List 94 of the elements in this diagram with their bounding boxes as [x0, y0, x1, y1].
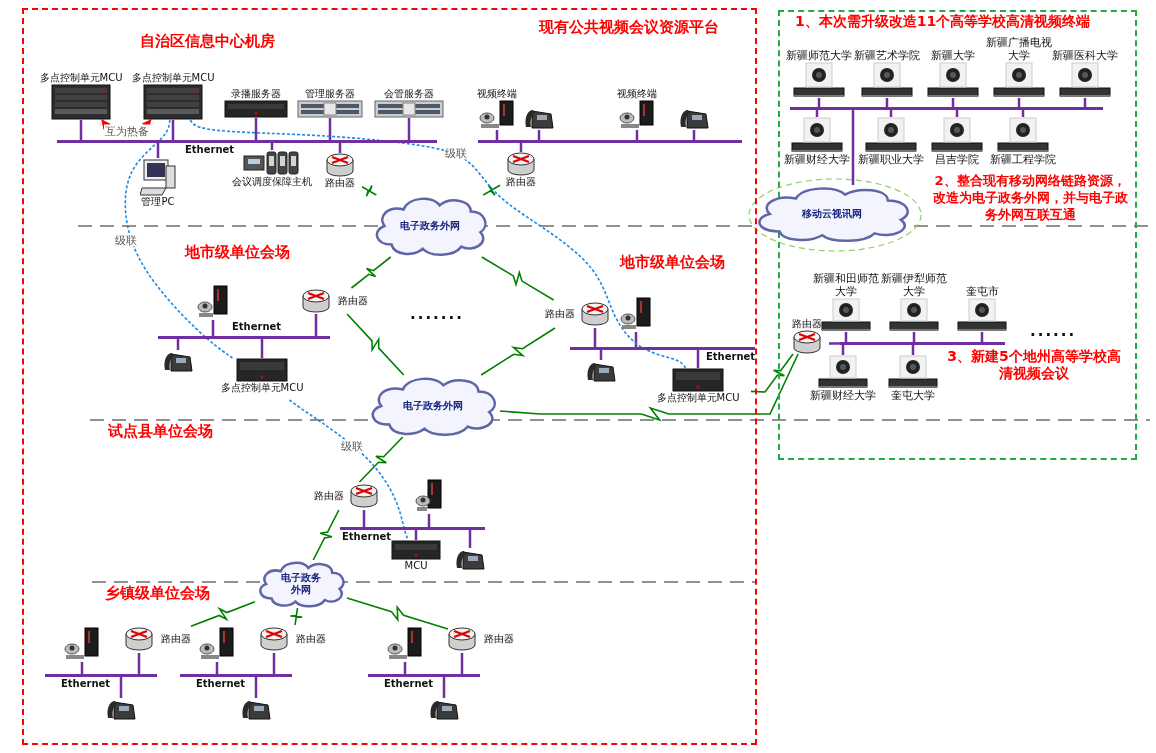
network-link [346, 313, 405, 376]
network-link [289, 607, 304, 626]
device-label: 新疆财经大学 [784, 153, 850, 166]
bus-drop-line [328, 118, 332, 140]
bus-drop-line [171, 120, 175, 140]
bus-label: Ethernet [384, 678, 434, 690]
bus-drop-line [593, 328, 597, 347]
bus-drop-line [272, 653, 276, 674]
network-link [361, 184, 378, 197]
device-label: 奎屯市 [965, 285, 999, 298]
bus-drop-line [79, 120, 83, 140]
bus-drop-line [851, 110, 855, 185]
device-label: 路由器 [484, 633, 514, 645]
bus-label: Ethernet [706, 351, 756, 363]
device-label: 新疆伊犁师范大学 [880, 272, 948, 298]
bus-drop-line [442, 677, 446, 698]
device-label: 新疆和田师范大学 [812, 272, 880, 298]
device-label: 路由器 [161, 633, 191, 645]
cloud-label: 电子政务外网 [402, 400, 463, 412]
dashed-link [288, 399, 409, 541]
device-label: 路由器 [792, 318, 822, 330]
section-title: 试点县单位会场 [108, 423, 214, 440]
bus-drop-line [460, 653, 464, 674]
network-link [499, 353, 799, 422]
device-label: 会议调度保障主机 [232, 176, 312, 188]
device-label: 路由器 [296, 633, 326, 645]
device-label: 新疆工程学院 [990, 153, 1056, 166]
device-label: 新疆广播电视大学 [986, 36, 1052, 62]
section-title: 地市级单位会场 [620, 254, 726, 271]
device-label: 多点控制单元MCU [131, 72, 215, 84]
cloud-label: 电子政务外网 [400, 220, 460, 232]
device-label: 录播服务器 [231, 88, 281, 100]
bus-drop-line [119, 677, 123, 698]
device-label: 多点控制单元MCU [39, 72, 123, 84]
bus-drop-line [254, 118, 258, 140]
network-link [482, 184, 501, 196]
ellipsis-text: ...... [1030, 323, 1078, 340]
section-title: 乡镇级单位会场 [105, 585, 211, 602]
ellipsis-text: ....... [410, 306, 465, 323]
bus-drop-line [829, 342, 840, 345]
cloud-label: 移动云视讯网 [802, 208, 862, 220]
network-link [358, 436, 404, 483]
note-text: 3、新建5个地州高等学校高清视频会议 [946, 348, 1122, 382]
device-label: 路由器 [314, 490, 344, 502]
dashed-link [124, 119, 234, 359]
device-label: MCU [404, 560, 428, 572]
device-label: 管理服务器 [305, 88, 355, 100]
device-label: 路由器 [325, 177, 355, 189]
device-label: 奎屯大学 [891, 389, 935, 402]
device-label: 路由器 [506, 176, 536, 188]
device-label: 新疆艺术学院 [854, 49, 920, 62]
network-link [480, 256, 555, 301]
device-label: 新疆师范大学 [786, 49, 852, 62]
network-link [350, 256, 392, 289]
device-label: 多点控制单元MCU [656, 392, 740, 404]
bus-label: Ethernet [232, 321, 282, 333]
network-link [750, 353, 794, 393]
device-label: 昌吉学院 [935, 153, 979, 166]
device-label: 新疆医科大学 [1052, 49, 1118, 62]
bus-drop-line [254, 677, 258, 698]
device-label: 视频终端 [617, 88, 657, 100]
network-link [190, 600, 256, 628]
device-label: 新疆财经大学 [810, 389, 876, 402]
device-label: 新疆大学 [931, 49, 975, 62]
bus-drop-line [137, 653, 141, 674]
bus-label: Ethernet [61, 678, 111, 690]
note-text: 1、本次需升级改造11个高等学校高清视频终端 [795, 13, 1092, 30]
region-title: 现有公共视频会议资源平台 [539, 18, 719, 37]
edge-label: 级联 [444, 146, 468, 160]
network-link [346, 597, 449, 630]
device-label: 多点控制单元MCU [220, 382, 304, 394]
device-label: 新疆职业大学 [858, 153, 924, 166]
device-label: 路由器 [338, 295, 368, 307]
bus-label: Ethernet [342, 531, 392, 543]
bus-label: Ethernet [185, 144, 235, 156]
bus-drop-line [260, 339, 264, 358]
network-link [312, 509, 340, 561]
bus-drop-line [314, 314, 318, 336]
bus-drop-line [407, 118, 411, 140]
section-title: 自治区信息中心机房 [140, 33, 276, 50]
device-label: 会管服务器 [384, 88, 434, 100]
dashed-link [189, 119, 687, 369]
network-link [480, 327, 556, 376]
note-text: 2、整合现有移动网络链路资源，改造为电子政务外网，并与电子政务外网互联互通 [931, 172, 1129, 223]
bus-label: Ethernet [196, 678, 246, 690]
device-label: 视频终端 [477, 88, 517, 100]
section-title: 地市级单位会场 [185, 244, 291, 261]
edge-label: 级联 [340, 439, 364, 453]
device-label: 管理PC [141, 196, 175, 208]
cloud-label: 电子政务外网 [280, 572, 322, 596]
region-frame [22, 8, 757, 745]
edge-label: 级联 [114, 233, 138, 247]
edge-label: 互为热备 [104, 124, 150, 138]
device-label: 路由器 [545, 308, 575, 320]
